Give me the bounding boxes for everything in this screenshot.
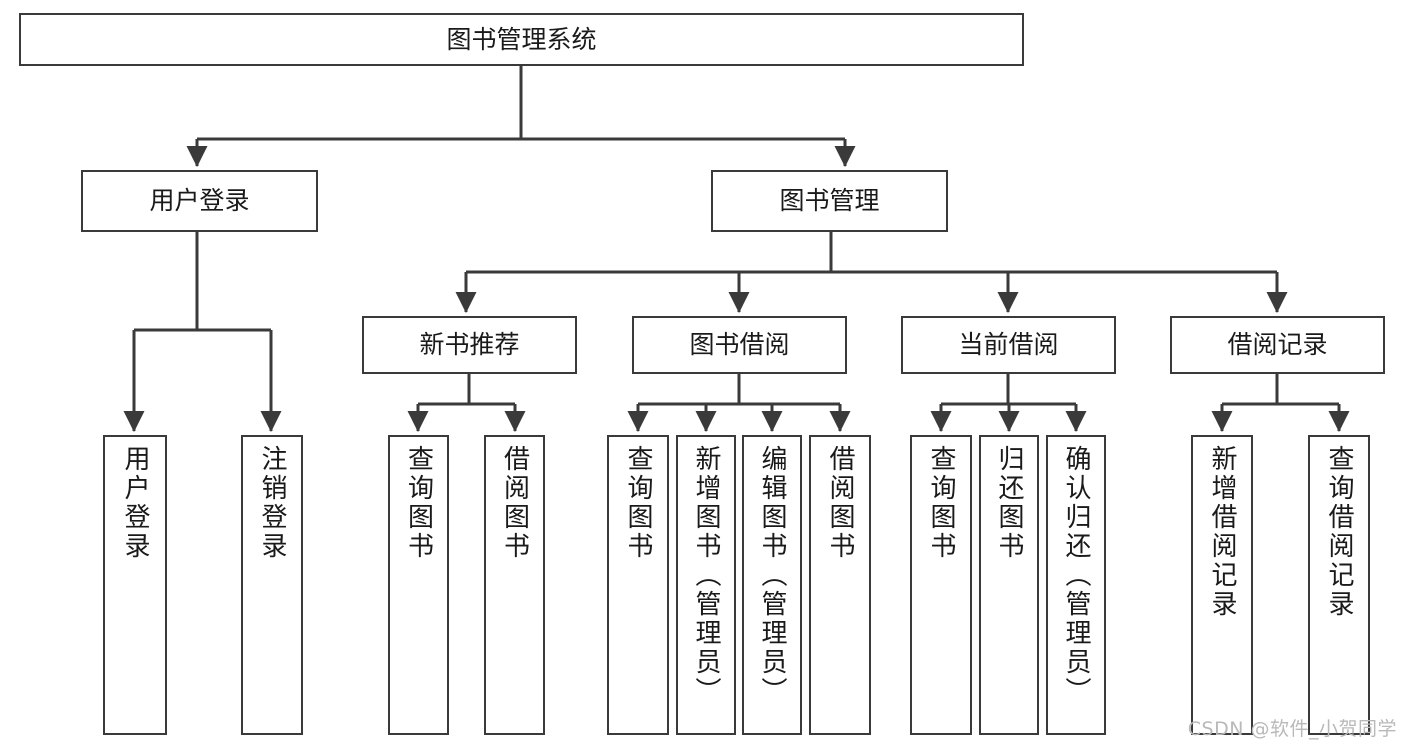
node-label: 查询图书 (926, 445, 956, 561)
node-current-borrowing[interactable]: 当前借阅 (901, 316, 1116, 374)
node-label: 图书借阅 (689, 330, 790, 360)
node-label: 查询借阅记录 (1324, 445, 1354, 619)
node-root-book-management-system[interactable]: 图书管理系统 (19, 13, 1024, 66)
node-leaf-add-book-admin[interactable]: 新增图书（管理员） (676, 435, 736, 735)
node-label: 借阅图书 (499, 445, 530, 561)
node-label: 图书管理系统 (446, 24, 597, 54)
node-label: 借阅记录 (1227, 330, 1328, 360)
node-label: 新增借阅记录 (1207, 445, 1237, 619)
node-leaf-borrow-book[interactable]: 借阅图书 (809, 435, 871, 735)
node-label: 图书管理 (779, 186, 880, 216)
node-label: 注销登录 (257, 445, 287, 561)
node-leaf-add-borrow-record[interactable]: 新增借阅记录 (1191, 435, 1253, 735)
node-leaf-confirm-return-admin[interactable]: 确认归还（管理员） (1046, 435, 1106, 735)
node-label: 新书推荐 (419, 330, 520, 360)
node-label: 确认归还（管理员） (1061, 445, 1091, 706)
node-leaf-user-login[interactable]: 用户登录 (103, 435, 167, 735)
node-leaf-query-book-recommend[interactable]: 查询图书 (388, 435, 449, 735)
node-label: 借阅图书 (825, 445, 855, 561)
node-label: 归还图书 (994, 445, 1024, 561)
node-leaf-logout-login[interactable]: 注销登录 (241, 435, 303, 735)
node-label: 查询图书 (403, 445, 434, 561)
node-leaf-query-book-current[interactable]: 查询图书 (910, 435, 972, 735)
node-user-login[interactable]: 用户登录 (81, 170, 318, 232)
node-borrowing-record[interactable]: 借阅记录 (1170, 316, 1385, 374)
watermark-text: CSDN @软件_小贺同学 (1187, 718, 1397, 740)
node-label: 用户登录 (120, 445, 150, 561)
node-book-management[interactable]: 图书管理 (711, 170, 948, 232)
node-label: 查询图书 (623, 445, 653, 561)
node-leaf-edit-book-admin[interactable]: 编辑图书（管理员） (742, 435, 802, 735)
node-leaf-return-book[interactable]: 归还图书 (979, 435, 1039, 735)
node-leaf-borrow-book-recommend[interactable]: 借阅图书 (484, 435, 545, 735)
node-new-book-recommendation[interactable]: 新书推荐 (362, 316, 577, 374)
node-label: 用户登录 (149, 186, 250, 216)
node-leaf-query-book-borrow[interactable]: 查询图书 (607, 435, 669, 735)
node-leaf-query-borrow-record[interactable]: 查询借阅记录 (1308, 435, 1370, 735)
node-label: 当前借阅 (958, 330, 1059, 360)
node-label: 编辑图书（管理员） (757, 445, 787, 706)
node-label: 新增图书（管理员） (691, 445, 721, 706)
node-book-borrowing[interactable]: 图书借阅 (632, 316, 847, 374)
